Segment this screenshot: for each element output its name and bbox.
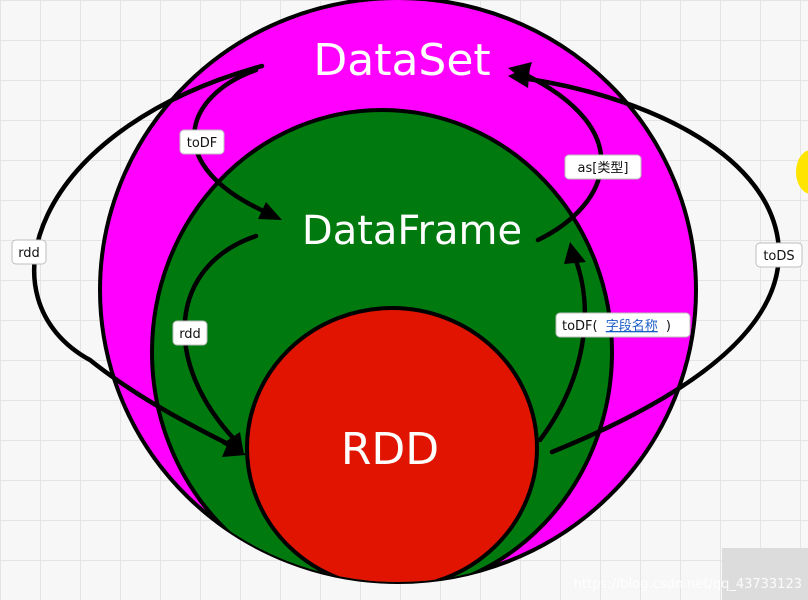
svg-text:rdd: rdd [18, 246, 40, 261]
arrow-dataset-to-rdd [31, 63, 265, 451]
yellow-marker [796, 150, 808, 194]
arrow-rdd-to-dataset [519, 75, 782, 455]
svg-text:rdd: rdd [179, 327, 201, 342]
dataframe-label: DataFrame [302, 208, 522, 254]
dataset-label: DataSet [313, 35, 490, 86]
rdd-circle [245, 306, 539, 582]
edge-label-rdd-outer: rdd [11, 239, 47, 265]
edge-label-rdd-inner: rdd [172, 320, 208, 346]
edge-label-as-type: as[类型] [564, 154, 642, 180]
edge-label-tods: toDS [755, 242, 803, 268]
svg-text:toDF: toDF [187, 136, 218, 151]
arrowhead [222, 432, 244, 455]
rdd-label: RDD [341, 424, 439, 475]
arrowhead [508, 66, 530, 88]
arrowhead [258, 202, 282, 220]
edge-label-todf-fields: toDF( 字段名称 ) [555, 312, 691, 338]
svg-text:toDF( 字段名称 ): toDF( 字段名称 ) [562, 318, 671, 334]
arrowhead [564, 242, 586, 264]
watermark: https://blog.csdn.net/qq_43733123 [573, 577, 802, 592]
arrow-rdd-to-dataframe [537, 255, 588, 443]
corner-patch [722, 548, 808, 600]
arrow-dataframe-to-rdd [182, 233, 259, 443]
svg-text:as[类型]: as[类型] [578, 161, 629, 176]
edge-label-todf: toDF [179, 129, 225, 155]
svg-text:toDS: toDS [763, 249, 794, 264]
